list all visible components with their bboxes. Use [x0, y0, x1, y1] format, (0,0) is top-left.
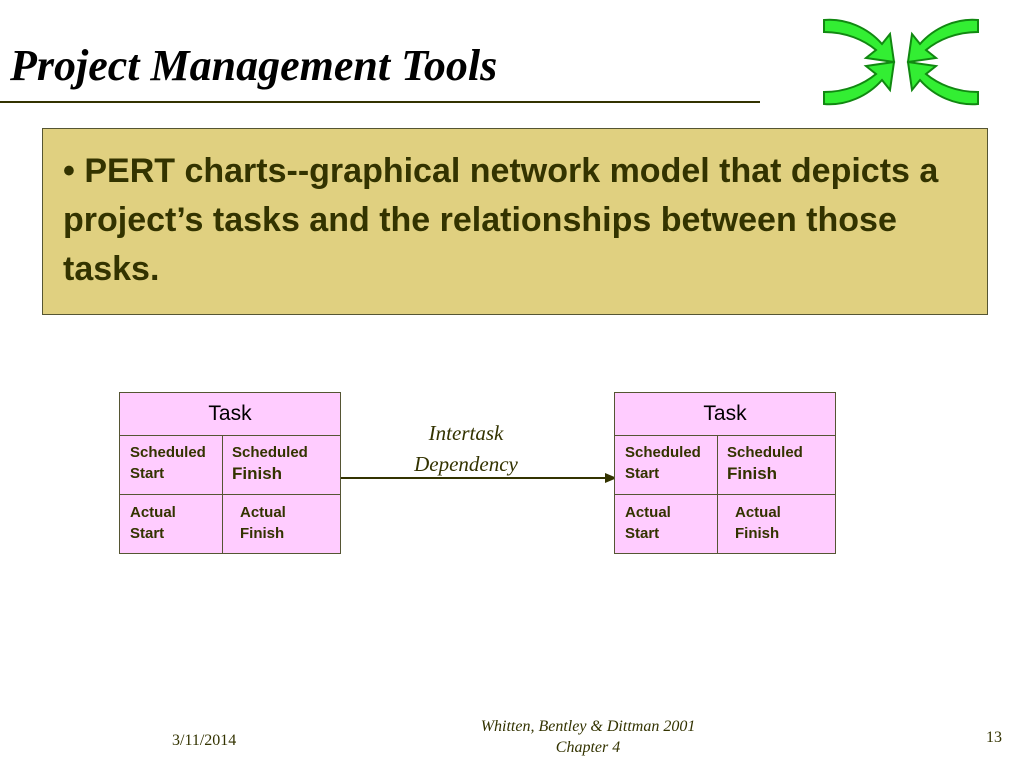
- scheduled-finish-line1: Scheduled: [232, 444, 308, 461]
- intertask-dependency-label: Intertask Dependency: [414, 421, 518, 476]
- task-node-title: Task: [120, 393, 340, 436]
- slide-title: Project Management Tools: [10, 41, 498, 90]
- node-vertical-divider: [222, 436, 223, 554]
- node-horizontal-divider: [120, 494, 340, 495]
- scheduled-finish-line2: Finish: [727, 464, 778, 483]
- scheduled-start-cell: Scheduled Start: [130, 444, 206, 482]
- scheduled-finish-line1: Scheduled: [727, 444, 803, 461]
- actual-start-cell: Actual Start: [130, 504, 176, 542]
- dependency-arrow-icon: [341, 473, 617, 483]
- node-horizontal-divider: [615, 494, 835, 495]
- actual-finish-cell: Actual Finish: [240, 504, 286, 542]
- actual-finish-cell: Actual Finish: [735, 504, 781, 542]
- scheduled-finish-line2: Finish: [232, 464, 283, 483]
- node-vertical-divider: [717, 436, 718, 554]
- title-underline: [0, 101, 760, 103]
- task-node-title: Task: [615, 393, 835, 436]
- pert-definition-bullet: • PERT charts--graphical network model t…: [63, 152, 939, 288]
- footer-date: 3/11/2014: [172, 732, 237, 749]
- footer-credit-line1: Whitten, Bentley & Dittman 2001: [480, 718, 696, 735]
- green-arrows-logo-icon: [823, 18, 979, 106]
- footer-credit: Whitten, Bentley & Dittman 2001 Chapter …: [440, 716, 736, 758]
- footer-credit-line2: Chapter 4: [555, 739, 621, 756]
- content-box: • PERT charts--graphical network model t…: [42, 128, 988, 315]
- actual-start-cell: Actual Start: [625, 504, 671, 542]
- page-number: 13: [986, 729, 1002, 746]
- scheduled-start-cell: Scheduled Start: [625, 444, 701, 482]
